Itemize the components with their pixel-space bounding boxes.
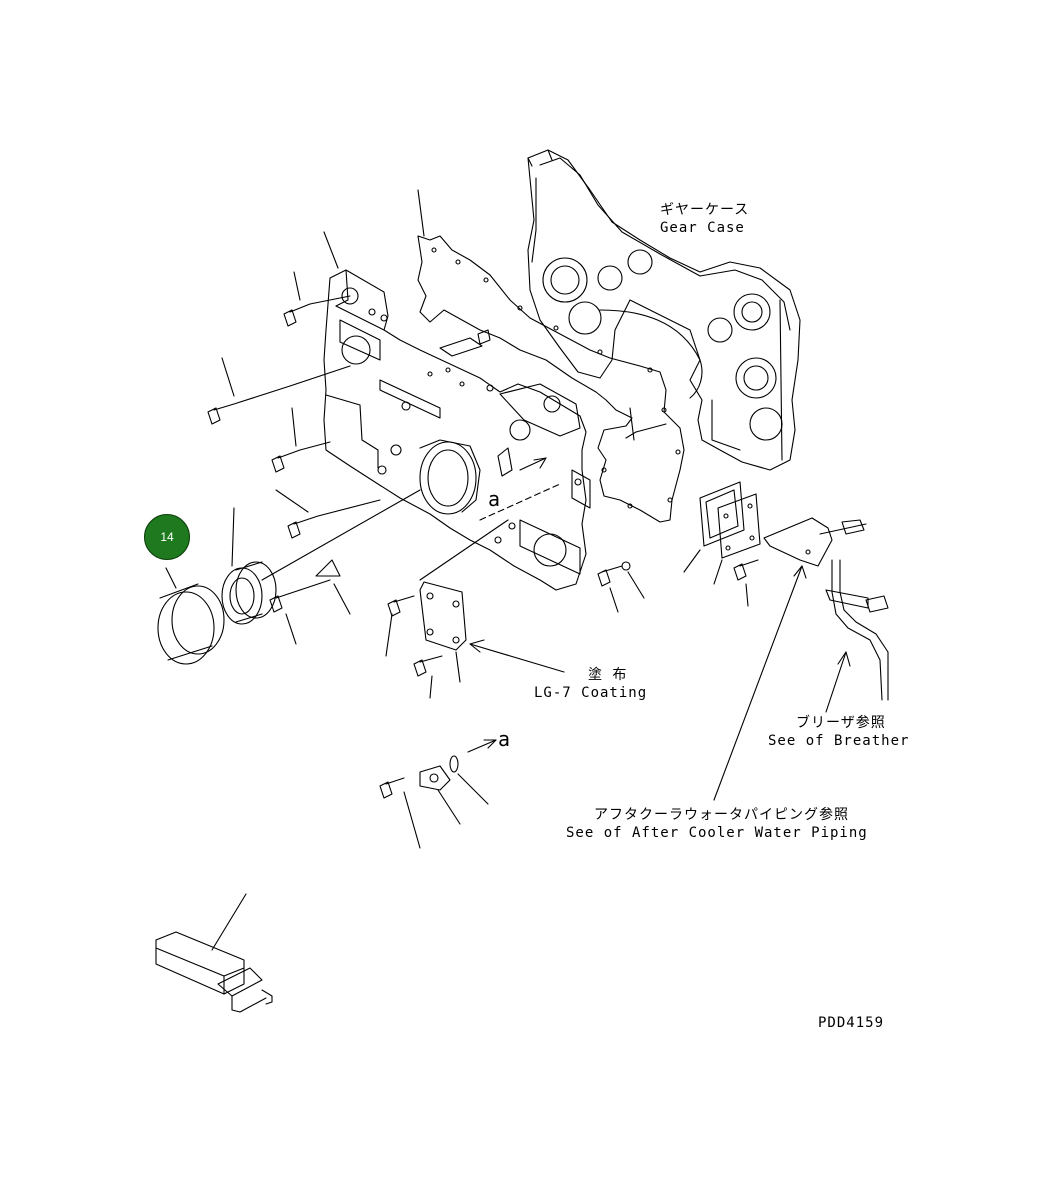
reference-mark-a-upper: a [488,487,502,511]
gear-case-label: Gear Case [660,220,745,236]
dashed-guide [480,484,560,520]
aftercooler-gaskets [598,482,760,612]
reference-mark-a-lower: a [498,727,512,751]
bolts-middle [386,596,564,698]
coating-label-jp: 塗 布 [588,667,628,683]
breather-label-jp: ブリーザ参照 [796,715,886,731]
callout-14-number: 14 [160,530,174,544]
ref-arrow-top [520,458,546,470]
breather-pipe [826,560,888,712]
cover-plate [420,520,508,650]
front-cover-leader [324,232,338,268]
drawing-number: PDD4159 [818,1015,885,1031]
gear-case-label-jp: ギヤーケース [660,202,750,218]
callout-14[interactable]: 14 [144,514,190,560]
flange-group [380,740,496,848]
front-cover [324,270,666,590]
aftercooler-label: See of After Cooler Water Piping [566,825,868,841]
bolts-left [208,272,380,644]
aftercooler-leader [714,566,802,800]
seal-installer-tool[interactable] [156,894,272,1012]
breather-bracket [764,518,866,566]
gear-case [528,150,800,470]
coating-label: LG-7 Coating [534,685,648,701]
ref-arrow-top-head [534,458,546,468]
breather-label: See of Breather [768,733,910,749]
gasket-leader [418,190,424,236]
gear-case-gasket [418,236,684,522]
aftercooler-label-jp: アフタクーラウォータパイピング参照 [594,807,849,823]
aftercooler-arrow [794,566,806,578]
spacer-plate [316,560,350,614]
oil-seal [222,490,420,624]
dowel-leader [630,408,634,440]
wear-sleeve[interactable] [158,568,224,664]
